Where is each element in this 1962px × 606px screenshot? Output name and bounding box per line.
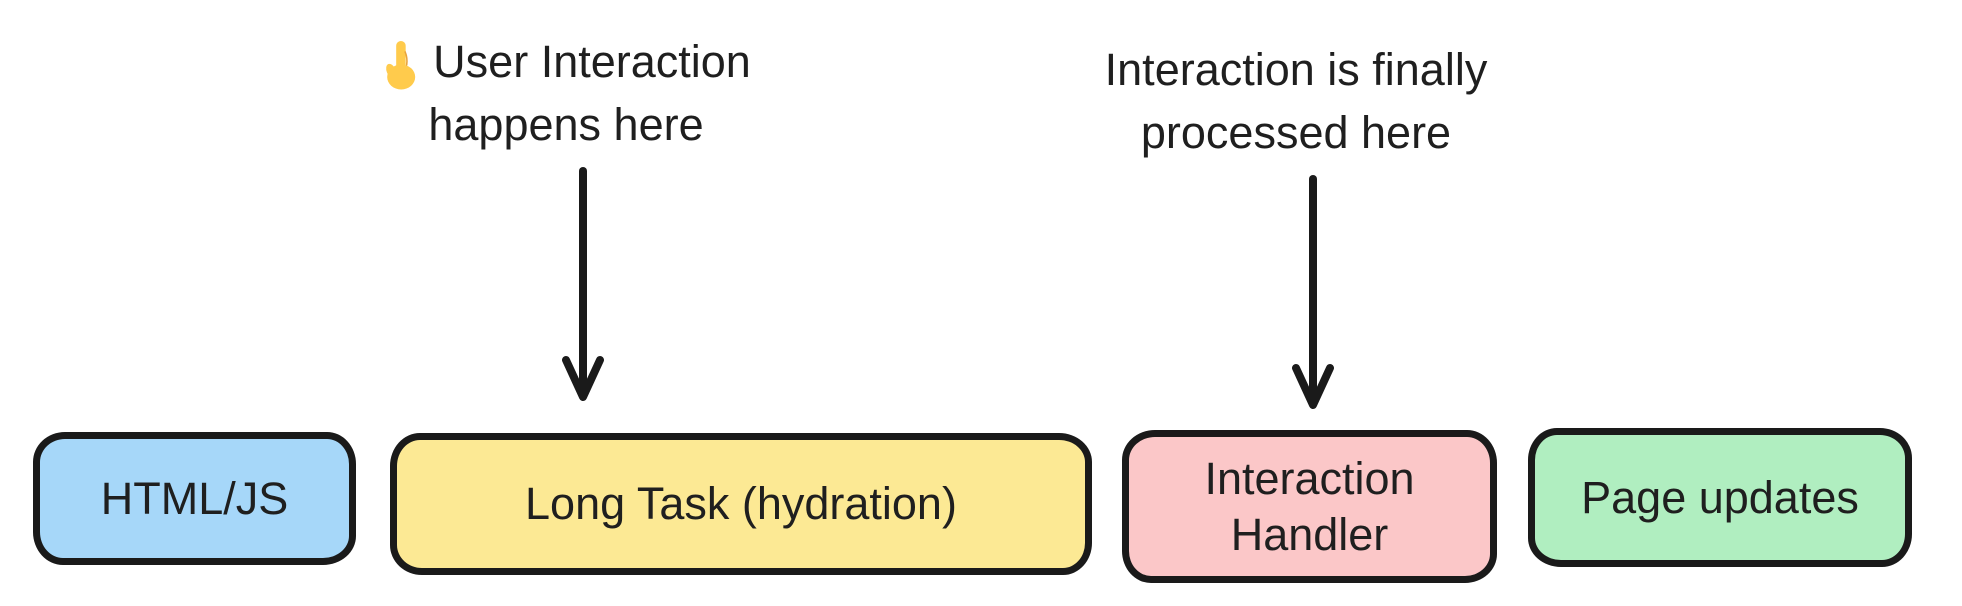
callout-user-interaction-text1: User Interaction (433, 36, 751, 87)
box-long-task-label: Long Task (hydration) (525, 478, 957, 529)
handler-down-arrow-icon (1283, 174, 1343, 414)
box-interaction-handler-label: Interaction Handler (1204, 452, 1415, 560)
callout-interaction-processed: Interaction is finally processed here (1105, 38, 1488, 164)
callout-interaction-processed-text1: Interaction is finally (1104, 44, 1488, 95)
pointing-up-icon (381, 40, 419, 90)
box-page-updates-label: Page updates (1581, 471, 1859, 523)
callout-interaction-processed-text2: processed here (1140, 107, 1452, 158)
callout-user-interaction-text2: happens here (428, 99, 704, 150)
box-interaction-handler: Interaction Handler (1122, 430, 1497, 583)
box-html-js-label: HTML/JS (100, 472, 289, 524)
user-interaction-down-arrow-icon (553, 166, 613, 406)
box-page-updates: Page updates (1528, 428, 1912, 567)
callout-user-interaction-line1: User Interaction (381, 30, 751, 93)
callout-user-interaction: User Interaction happens here (381, 30, 751, 156)
box-html-js: HTML/JS (33, 432, 356, 565)
box-long-task: Long Task (hydration) (390, 433, 1092, 575)
